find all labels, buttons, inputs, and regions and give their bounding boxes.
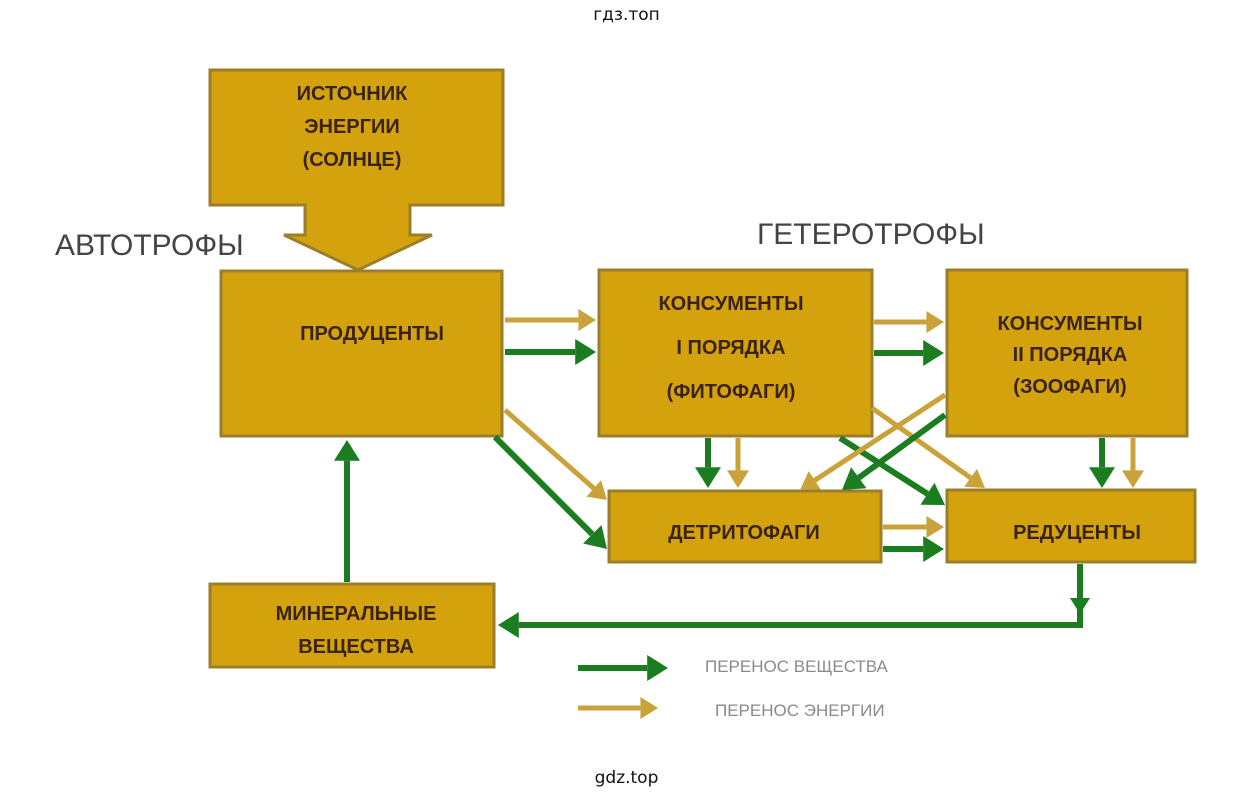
arrow-consumers_1-to-detritivores-energy-head <box>727 470 749 488</box>
arrow-consumers_1-to-consumers_2-matter <box>874 340 944 366</box>
energy-source-shape <box>208 68 505 272</box>
arrow-consumers_2-to-detritivores-matter-shaft <box>857 412 947 481</box>
legend-energy-arrow-shape-head <box>640 697 658 719</box>
arrow-producers-to-consumers_1-matter <box>505 339 596 365</box>
arrow-consumers_1-to-decomposers-energy <box>870 405 985 488</box>
watermark-top: гдз.топ <box>593 5 660 25</box>
minerals-line-2: ВЕЩЕСТВА <box>298 636 414 658</box>
arrow-consumers_2-to-decomposers-energy-head <box>1122 470 1144 488</box>
consumers-1-line-2: I ПОРЯДКА <box>676 337 785 359</box>
legend-matter-label: ПЕРЕНОС ВЕЩЕСТВА <box>705 657 889 676</box>
arrow-consumers_1-to-consumers_2-energy <box>874 311 944 333</box>
arrows-layer <box>334 309 1144 638</box>
consumers-1-line-3: (ФИТОФАГИ) <box>667 381 796 403</box>
arrow-detritivores-to-decomposers-matter <box>883 536 944 562</box>
consumers-1-line-1: КОНСУМЕНТЫ <box>658 293 803 315</box>
arrow-decomposers-to-minerals-matter-shaft <box>518 564 1083 628</box>
arrow-producers-to-detritivores-energy-head <box>586 480 607 500</box>
arrow-producers-to-detritivores-matter-head <box>583 525 607 549</box>
legend-matter-arrow-shape <box>578 655 668 681</box>
arrow-producers-to-consumers_1-energy <box>505 309 596 331</box>
decomposers-label: РЕДУЦЕНТЫ <box>1013 522 1141 544</box>
arrow-consumers_2-to-decomposers-matter-head <box>1089 467 1115 488</box>
decomposers-box <box>945 488 1197 564</box>
arrow-consumers_1-to-decomposers-energy-shaft <box>870 405 973 480</box>
minerals-box <box>208 582 496 669</box>
arrow-consumers_1-to-detritivores-energy <box>727 438 749 488</box>
consumers-2-box <box>945 268 1189 438</box>
arrow-consumers_1-to-consumers_2-matter-head <box>923 340 944 366</box>
arrow-producers-to-detritivores-energy-shaft <box>503 408 596 491</box>
consumers-2-line-1: КОНСУМЕНТЫ <box>997 313 1142 335</box>
consumers-2-line-3: (ЗООФАГИ) <box>1013 376 1126 398</box>
arrow-consumers_2-to-detritivores-energy-shaft <box>813 392 947 483</box>
arrow-consumers_1-to-decomposers-energy-head <box>964 468 985 488</box>
arrow-detritivores-to-decomposers-energy-head <box>926 516 944 538</box>
producers-box <box>219 269 504 438</box>
watermark-bottom: gdz.top <box>594 768 659 788</box>
arrow-consumers_2-to-detritivores-matter <box>842 412 947 490</box>
arrow-consumers_2-to-detritivores-energy-head <box>800 471 821 490</box>
arrow-decomposers-down-tip <box>1070 598 1090 614</box>
arrow-consumers_1-to-consumers_2-energy-head <box>926 311 944 333</box>
arrow-producers-to-detritivores-energy <box>503 408 607 500</box>
arrow-decomposers-to-minerals-matter <box>498 564 1083 638</box>
arrow-consumers_1-to-detritivores-matter <box>695 438 721 488</box>
node-producers: ПРОДУЦЕНТЫ <box>219 269 504 438</box>
arrow-consumers_1-to-detritivores-matter-head <box>695 467 721 488</box>
node-consumers-2: КОНСУМЕНТЫ II ПОРЯДКА (ЗООФАГИ) <box>945 268 1189 438</box>
legend-matter-arrow-shape-head <box>647 655 668 681</box>
node-detritivores: ДЕТРИТОФАГИ <box>607 489 883 564</box>
detritivores-label: ДЕТРИТОФАГИ <box>668 522 820 544</box>
label-heterotrophs: ГЕТЕРОТРОФЫ <box>757 218 985 251</box>
legend-energy-label: ПЕРЕНОС ЭНЕРГИИ <box>715 701 885 720</box>
legend-matter-arrow <box>578 655 668 681</box>
arrow-producers-to-consumers_1-matter-head <box>575 339 596 365</box>
arrow-decomposers-to-minerals-matter-head <box>498 612 519 638</box>
arrow-consumers_2-to-detritivores-energy <box>800 392 947 490</box>
arrow-consumers_1-to-decomposers-matter-shaft <box>838 435 930 497</box>
energy-source-line-3: (СОЛНЦЕ) <box>303 149 402 171</box>
arrow-producers-to-detritivores-matter <box>492 434 607 549</box>
node-decomposers: РЕДУЦЕНТЫ <box>945 488 1197 564</box>
arrow-producers-to-detritivores-matter-shaft <box>492 434 595 537</box>
legend: ПЕРЕНОС ВЕЩЕСТВА ПЕРЕНОС ЭНЕРГИИ <box>578 655 889 720</box>
arrow-minerals-to-producers-matter-head <box>334 440 360 461</box>
producers-label: ПРОДУЦЕНТЫ <box>300 323 444 345</box>
arrow-detritivores-to-decomposers-matter-head <box>923 536 944 562</box>
arrow-producers-to-consumers_1-energy-head <box>578 309 596 331</box>
arrow-consumers_2-to-detritivores-matter-head <box>842 467 867 490</box>
node-energy-source: ИСТОЧНИК ЭНЕРГИИ (СОЛНЦЕ) <box>208 68 505 272</box>
consumers-2-line-2: II ПОРЯДКА <box>1013 344 1128 366</box>
energy-source-line-1: ИСТОЧНИК <box>297 83 408 105</box>
arrow-minerals-to-producers-matter <box>334 440 360 582</box>
arrow-consumers_2-to-decomposers-matter <box>1089 438 1115 488</box>
arrow-consumers_1-to-decomposers-matter <box>838 435 945 505</box>
legend-energy-arrow <box>578 697 658 719</box>
arrow-consumers_1-to-decomposers-matter-head <box>920 482 945 505</box>
arrow-detritivores-to-decomposers-energy <box>883 516 944 538</box>
label-autotrophs: АВТОТРОФЫ <box>55 229 244 262</box>
node-minerals: МИНЕРАЛЬНЫЕ ВЕЩЕСТВА <box>208 582 496 669</box>
consumers-1-box <box>597 268 874 438</box>
detritivores-box <box>607 489 883 564</box>
energy-source-line-2: ЭНЕРГИИ <box>304 116 399 138</box>
minerals-line-1: МИНЕРАЛЬНЫЕ <box>276 603 437 625</box>
node-consumers-1: КОНСУМЕНТЫ I ПОРЯДКА (ФИТОФАГИ) <box>597 268 874 438</box>
legend-energy-arrow-shape <box>578 697 658 719</box>
arrow-consumers_2-to-decomposers-energy <box>1122 438 1144 488</box>
